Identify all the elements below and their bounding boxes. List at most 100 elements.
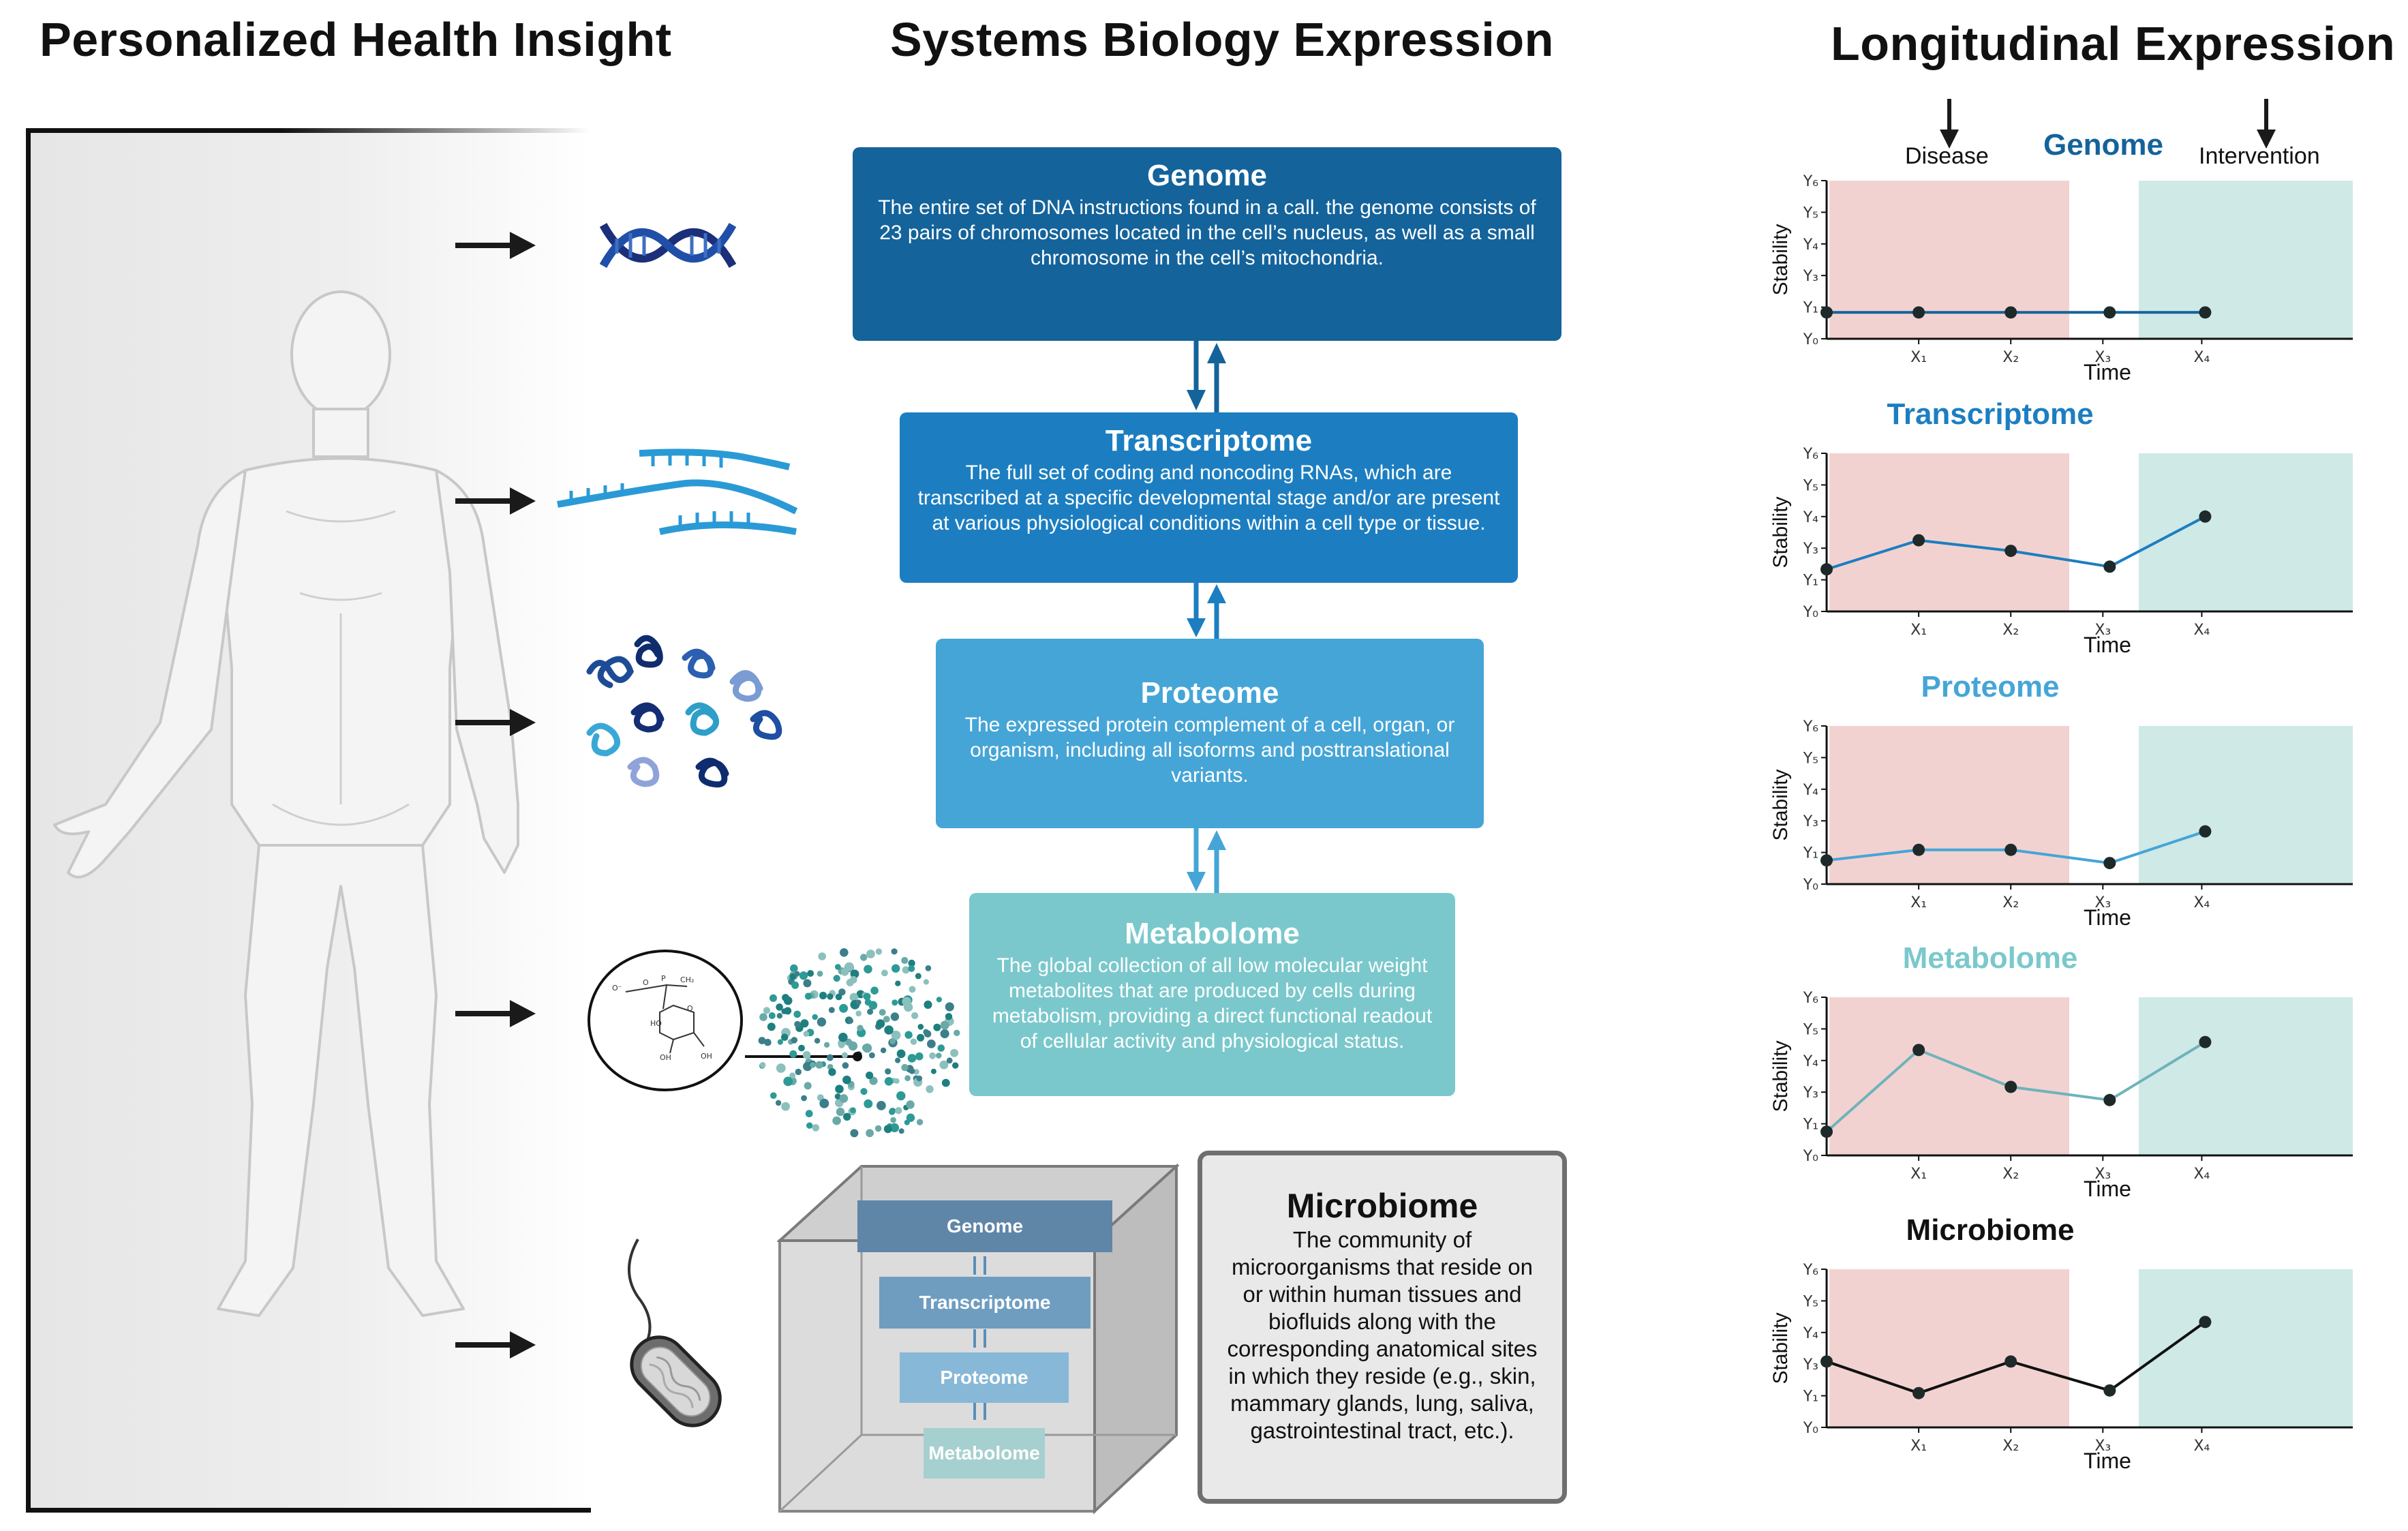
data-point [2199, 1316, 2212, 1329]
data-point [2103, 560, 2116, 573]
metabolite-particle [896, 1049, 906, 1059]
svg-text:OH: OH [701, 1052, 712, 1061]
metabolite-particle [933, 1023, 941, 1031]
svg-text:O⁻: O⁻ [612, 984, 622, 992]
metabolite-particle [876, 1019, 885, 1029]
x-tick-label: X₂ [2002, 1166, 2019, 1183]
metabolite-particle [770, 1092, 777, 1099]
metabolite-particle [791, 1037, 798, 1044]
metabolite-particle [782, 994, 789, 1001]
y-tick-label: Y₀ [1803, 877, 1818, 894]
human-body-icon [53, 290, 519, 1317]
y-tick-label: Y₆ [1803, 990, 1818, 1007]
x-tick-label: X₂ [2002, 349, 2019, 366]
y-tick-label: Y₁ [1803, 573, 1818, 590]
metabolite-particle [869, 1076, 878, 1085]
metabolite-particle [954, 1029, 960, 1036]
metabolite-particle [763, 1007, 771, 1014]
metabolite-particle [835, 1085, 844, 1093]
y-tick-label: Y₄ [1803, 237, 1818, 254]
genome-description: The entire set of DNA instructions found… [878, 196, 1536, 269]
x-tick-label: X₄ [2193, 349, 2210, 366]
pointer-dot [853, 1052, 862, 1061]
arrow-right-4 [455, 1000, 536, 1027]
y-tick-label: Y₅ [1803, 477, 1818, 494]
x-axis-label: Time [2084, 1449, 2131, 1473]
svg-text:HO: HO [650, 1019, 662, 1028]
y-axis-label: Stability [1769, 496, 1792, 568]
metabolome-description: The global collection of all low molecul… [992, 954, 1433, 1052]
metabolite-particle [891, 964, 900, 973]
y-tick-label: Y₄ [1803, 509, 1818, 526]
metabolite-particle [838, 988, 846, 996]
bacterium-icon [627, 1239, 722, 1427]
metabolite-particle [902, 997, 911, 1007]
metabolite-particle [812, 1014, 818, 1020]
metabolite-particle [915, 1052, 924, 1061]
x-tick-label: X₁ [1910, 1166, 1927, 1183]
metabolite-particle [805, 1110, 813, 1118]
metabolite-particle [841, 1052, 848, 1059]
metabolite-particle [877, 1101, 886, 1110]
x-tick-label: X₁ [1910, 1438, 1927, 1455]
data-point [1820, 563, 1833, 576]
metabolite-particle [930, 1068, 936, 1074]
metabolite-particle [795, 1068, 802, 1076]
metabolite-particle [759, 1062, 766, 1068]
proteome-box: Proteome The expressed protein complemen… [936, 639, 1484, 828]
metabolite-particle [864, 965, 872, 974]
metabolite-particle [874, 1125, 882, 1132]
metabolite-particle [759, 1013, 767, 1021]
chart-title-microbiome: Microbiome [1906, 1213, 2075, 1247]
svg-text:OH: OH [660, 1053, 671, 1062]
metabolite-particle [794, 971, 800, 977]
metabolite-particle [939, 1060, 949, 1070]
metabolite-particle [904, 1119, 910, 1125]
x-tick-label: X₁ [1910, 894, 1927, 911]
intervention-region [2139, 997, 2353, 1155]
y-tick-label: Y₃ [1803, 1085, 1818, 1102]
metabolite-particle [850, 969, 859, 979]
metabolite-particle [945, 1013, 953, 1020]
metabolite-particle [929, 1052, 936, 1059]
microbiome-description: The community of microorganisms that res… [1227, 1227, 1538, 1443]
metabolite-particle [906, 1113, 915, 1122]
metabolite-particle [843, 1112, 851, 1121]
metabolite-particle [907, 1054, 917, 1063]
data-point [2005, 545, 2017, 558]
metabolite-particle [839, 1094, 849, 1103]
metabolite-particle [855, 1010, 862, 1017]
metabolite-particle [767, 1022, 776, 1031]
metabolite-particle [758, 1037, 766, 1044]
intervention-label: Intervention [2199, 143, 2320, 169]
x-tick-label: X₁ [1910, 349, 1927, 366]
data-point [2005, 843, 2017, 856]
metabolite-particle [803, 1031, 810, 1037]
data-point [1820, 1125, 1833, 1138]
metabolite-particle [850, 1129, 859, 1138]
metabolite-particle [889, 1038, 896, 1044]
metabolite-particle [836, 1107, 845, 1117]
y-tick-label: Y₀ [1803, 1148, 1818, 1165]
metabolite-particle [911, 1012, 919, 1020]
y-tick-label: Y₃ [1803, 813, 1818, 830]
metabolite-particle [898, 1128, 904, 1134]
metabolite-particle [926, 1085, 934, 1093]
metabolite-particle [917, 1033, 925, 1042]
transcriptome-box: Transcriptome The full set of coding and… [900, 412, 1518, 583]
data-point [2103, 1384, 2116, 1397]
metabolite-particle [909, 986, 916, 993]
metabolite-particle [866, 1129, 874, 1138]
y-axis-label: Stability [1769, 769, 1792, 840]
metabolite-particle [804, 1082, 812, 1090]
metabolite-particle [866, 1072, 874, 1080]
y-tick-label: Y₃ [1803, 1356, 1818, 1374]
metabolite-particle [895, 1057, 901, 1063]
data-point [1912, 1044, 1925, 1057]
metabolite-particle [945, 1002, 954, 1012]
metabolite-particle [908, 959, 915, 967]
metabolite-particle [780, 1033, 789, 1041]
data-point [2199, 1035, 2212, 1048]
cube-layer-transcriptome: Transcriptome [879, 1277, 1091, 1329]
